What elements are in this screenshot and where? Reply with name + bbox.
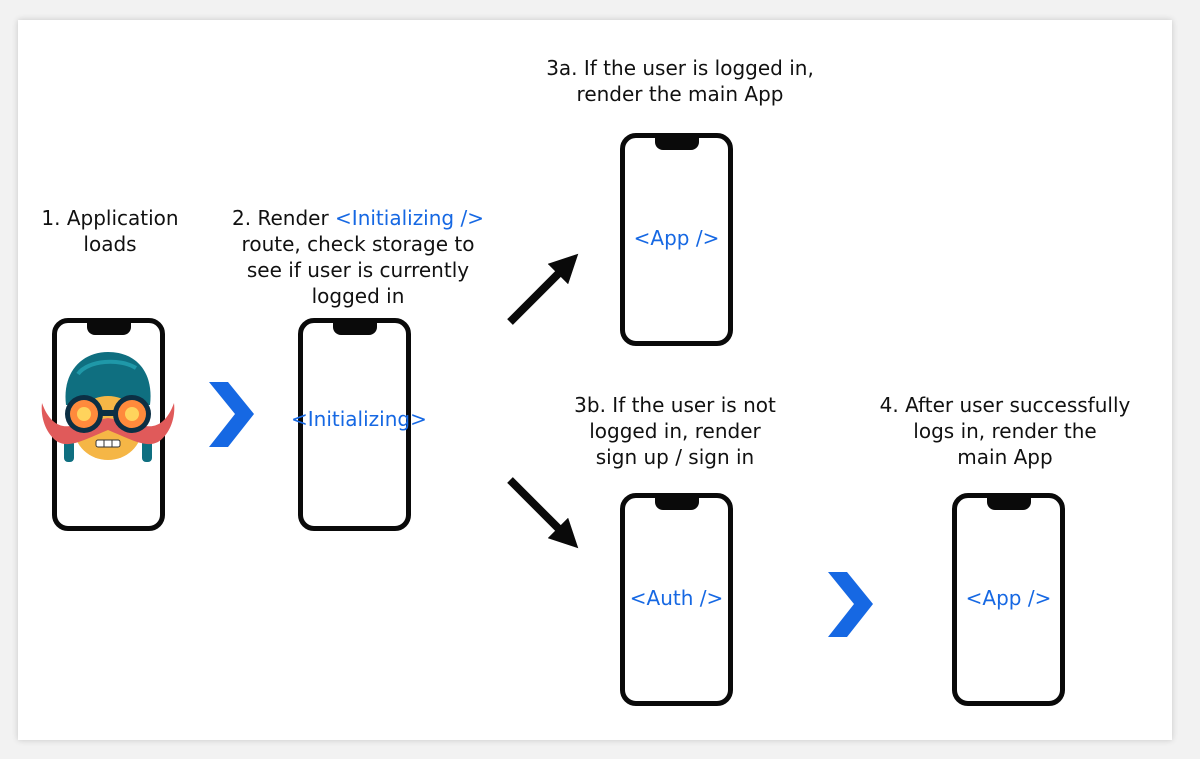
step1-caption: 1. Application loads bbox=[20, 205, 200, 257]
step2-caption-line4: logged in bbox=[311, 284, 405, 308]
step2-caption: 2. Render <Initializing /> route, check … bbox=[218, 205, 498, 309]
phone-notch bbox=[86, 322, 131, 335]
step4-caption: 4. After user successfully logs in, rend… bbox=[860, 392, 1150, 470]
step3b-caption-line3: sign up / sign in bbox=[595, 445, 755, 469]
step2-caption-line3: see if user is currently bbox=[246, 258, 470, 282]
phone-step2: <Initializing> bbox=[291, 318, 427, 531]
phone-notch bbox=[332, 322, 377, 335]
phone-step3b: <Auth /> bbox=[620, 493, 733, 706]
step4-caption-line3: main App bbox=[957, 445, 1053, 469]
step3b-caption: 3b. If the user is not logged in, render… bbox=[545, 392, 805, 470]
step3b-caption-line2: logged in, render bbox=[589, 419, 761, 443]
step2-caption-line2: route, check storage to bbox=[241, 232, 475, 256]
chevron-right-icon bbox=[828, 572, 873, 637]
chevron-right-icon bbox=[209, 382, 254, 447]
step3b-caption-line1: 3b. If the user is not bbox=[574, 393, 776, 417]
step3a-caption-line2: render the main App bbox=[576, 82, 784, 106]
arrow-up-right-icon bbox=[507, 253, 579, 325]
initializing-screen-label: <Initializing> bbox=[291, 407, 427, 431]
arrow-down-right-icon bbox=[507, 477, 579, 549]
step3a-caption: 3a. If the user is logged in, render the… bbox=[535, 55, 825, 107]
step3a-caption-line1: 3a. If the user is logged in, bbox=[546, 56, 814, 80]
step1-caption-line2: loads bbox=[83, 232, 137, 256]
app-screen-label: <App /> bbox=[633, 226, 720, 250]
phone-notch bbox=[654, 497, 699, 510]
step1-caption-line1: 1. Application bbox=[41, 206, 179, 230]
step2-caption-component: <Initializing /> bbox=[335, 206, 484, 230]
step4-caption-line1: 4. After user successfully bbox=[879, 393, 1131, 417]
app-screen-label: <App /> bbox=[965, 586, 1052, 610]
step2-caption-prefix: 2. Render bbox=[232, 206, 336, 230]
auth-screen-label: <Auth /> bbox=[629, 586, 724, 610]
mascot-goggles-mustache-icon bbox=[41, 352, 175, 462]
phone-notch bbox=[654, 137, 699, 150]
step4-caption-line2: logs in, render the bbox=[913, 419, 1097, 443]
phone-notch bbox=[986, 497, 1031, 510]
phone-step4: <App /> bbox=[952, 493, 1065, 706]
phone-step3a: <App /> bbox=[620, 133, 733, 346]
step2-caption-line1: 2. Render <Initializing /> bbox=[218, 205, 498, 231]
